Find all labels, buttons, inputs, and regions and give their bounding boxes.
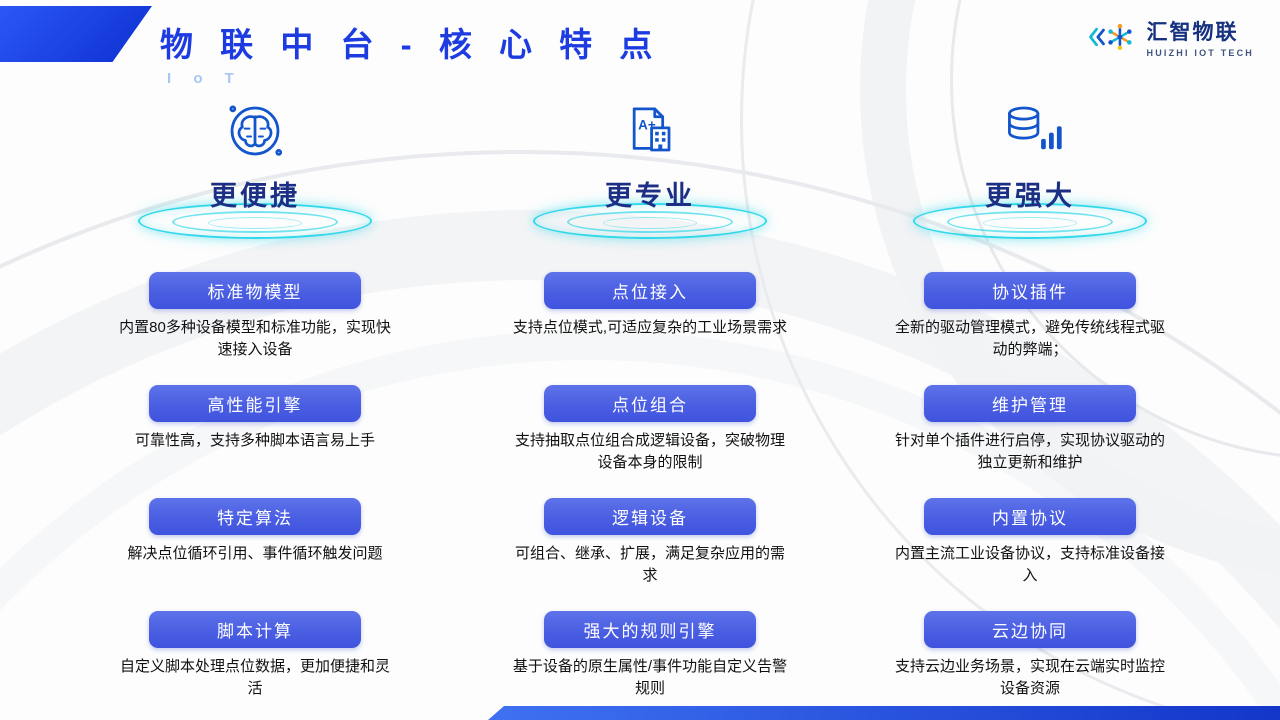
corner-accent-shape <box>0 6 152 62</box>
feature-desc: 可靠性高，支持多种脚本语言易上手 <box>134 432 375 449</box>
logo-asterisk-icon <box>1088 23 1132 51</box>
logo-name: 汇智物联 <box>1146 21 1239 44</box>
feature-column-powerful: 更强大 协议插件 全新的驱动管理模式，避免传统线程式驱动的弊端； 维护管理 针对… <box>870 92 1190 720</box>
feature-pill: 特定算法 <box>149 498 361 535</box>
column-heading: 更专业 <box>605 181 695 211</box>
feature-desc: 针对单个插件进行启停，实现协议驱动的独立更新和维护 <box>894 432 1165 471</box>
feature-pill: 点位组合 <box>544 385 756 422</box>
bottom-accent-bar <box>488 706 1280 720</box>
feature-column-convenient: 更便捷 标准物模型 内置80多种设备模型和标准功能，实现快速接入设备 高性能引擎… <box>95 92 415 720</box>
feature-desc: 自定义脚本处理点位数据，更加便捷和灵活 <box>119 658 390 697</box>
feature-item: 标准物模型 内置80多种设备模型和标准功能，实现快速接入设备 <box>114 272 396 369</box>
feature-pill: 标准物模型 <box>149 272 361 309</box>
feature-item: 强大的规则引擎 基于设备的原生属性/事件功能自定义告警规则 <box>509 611 791 708</box>
feature-list: 点位接入 支持点位模式,可适应复杂的工业场景需求 点位组合 支持抽取点位组合成逻… <box>509 272 791 720</box>
page-subtitle: I o T <box>167 70 243 87</box>
feature-column-professional: A+ 更专业 点位接入 支持点位模式,可适应复杂的工业场景需求 <box>490 92 810 720</box>
feature-pill: 内置协议 <box>924 498 1136 535</box>
logo-tagline: HUIZHI IOT TECH <box>1146 48 1254 58</box>
feature-desc: 支持点位模式,可适应复杂的工业场景需求 <box>512 319 788 336</box>
column-heading: 更便捷 <box>210 181 300 211</box>
database-chart-icon <box>992 92 1068 170</box>
feature-item: 逻辑设备 可组合、继承、扩展，满足复杂应用的需求 <box>509 498 791 595</box>
logo: 汇智物联 HUIZHI IOT TECH <box>1087 16 1255 58</box>
feature-pill: 高性能引擎 <box>149 385 361 422</box>
feature-list: 协议插件 全新的驱动管理模式，避免传统线程式驱动的弊端； 维护管理 针对单个插件… <box>889 272 1171 720</box>
feature-desc: 解决点位循环引用、事件循环触发问题 <box>127 545 383 562</box>
feature-desc: 支持云边业务场景，实现在云端实时监控设备资源 <box>894 658 1165 697</box>
feature-item: 脚本计算 自定义脚本处理点位数据，更加便捷和灵活 <box>114 611 396 708</box>
feature-desc: 内置80多种设备模型和标准功能，实现快速接入设备 <box>119 319 391 358</box>
feature-desc: 可组合、继承、扩展，满足复杂应用的需求 <box>514 545 785 584</box>
feature-pill: 协议插件 <box>924 272 1136 309</box>
feature-desc: 内置主流工业设备协议，支持标准设备接入 <box>894 545 1165 584</box>
feature-pill: 强大的规则引擎 <box>544 611 756 648</box>
column-heading: 更强大 <box>985 181 1075 211</box>
feature-item: 高性能引擎 可靠性高，支持多种脚本语言易上手 <box>114 385 396 482</box>
feature-item: 云边协同 支持云边业务场景，实现在云端实时监控设备资源 <box>889 611 1171 708</box>
feature-pill: 维护管理 <box>924 385 1136 422</box>
logo-text: 汇智物联 HUIZHI IOT TECH <box>1147 16 1255 58</box>
feature-item: 内置协议 内置主流工业设备协议，支持标准设备接入 <box>889 498 1171 595</box>
feature-item: 维护管理 针对单个插件进行启停，实现协议驱动的独立更新和维护 <box>889 385 1171 482</box>
feature-desc: 支持抽取点位组合成逻辑设备，突破物理设备本身的限制 <box>514 432 785 471</box>
feature-list: 标准物模型 内置80多种设备模型和标准功能，实现快速接入设备 高性能引擎 可靠性… <box>114 272 396 720</box>
document-a-plus-icon: A+ <box>612 92 688 170</box>
feature-item: 点位组合 支持抽取点位组合成逻辑设备，突破物理设备本身的限制 <box>509 385 791 482</box>
feature-pill: 云边协同 <box>924 611 1136 648</box>
feature-pill: 点位接入 <box>544 272 756 309</box>
brain-circle-icon <box>217 92 293 170</box>
feature-desc: 全新的驱动管理模式，避免传统线程式驱动的弊端； <box>894 319 1165 358</box>
feature-item: 点位接入 支持点位模式,可适应复杂的工业场景需求 <box>509 272 791 369</box>
page-title: 物 联 中 台 - 核 心 特 点 <box>160 26 662 63</box>
feature-pill: 脚本计算 <box>149 611 361 648</box>
feature-pill: 逻辑设备 <box>544 498 756 535</box>
feature-item: 特定算法 解决点位循环引用、事件循环触发问题 <box>114 498 396 595</box>
feature-desc: 基于设备的原生属性/事件功能自定义告警规则 <box>512 658 788 697</box>
feature-item: 协议插件 全新的驱动管理模式，避免传统线程式驱动的弊端； <box>889 272 1171 369</box>
